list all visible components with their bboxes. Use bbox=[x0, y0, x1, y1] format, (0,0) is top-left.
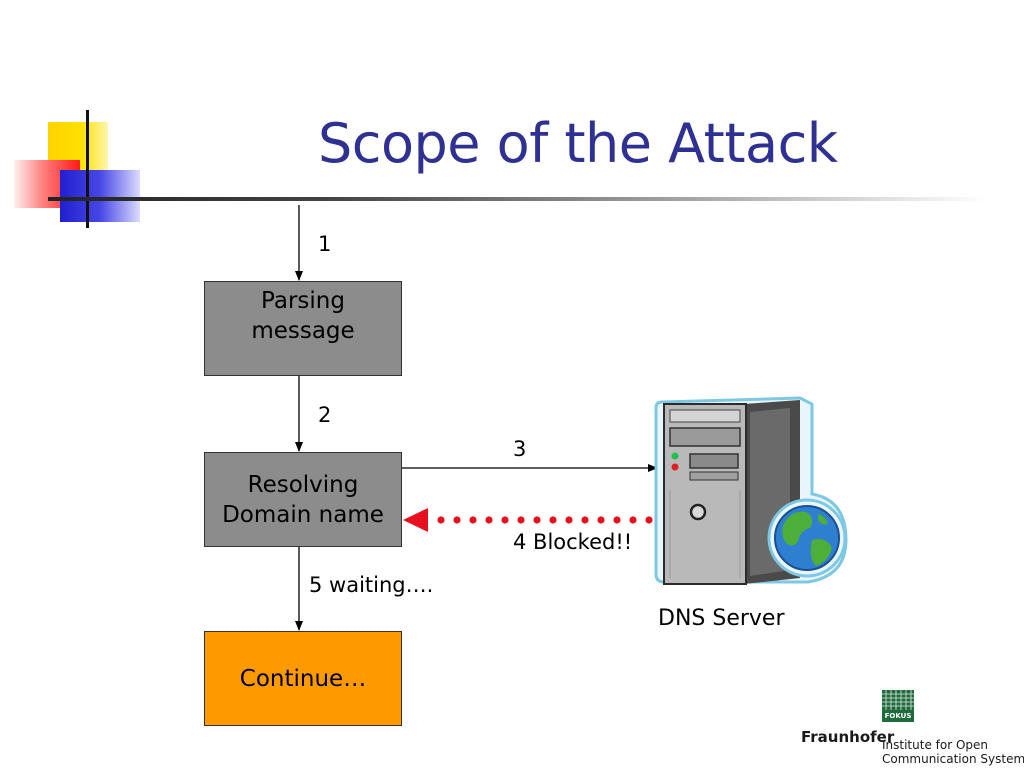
box-parsing-message: Parsing message bbox=[204, 281, 402, 376]
box-continue-label: Continue… bbox=[239, 665, 367, 692]
box-parsing-line1: Parsing bbox=[261, 288, 345, 314]
label-step1: 1 bbox=[318, 232, 332, 256]
box-resolving-line2: Domain name bbox=[222, 501, 384, 528]
dns-server-icon bbox=[654, 396, 848, 585]
slide-title: Scope of the Attack bbox=[318, 112, 838, 175]
fokus-logo-icon bbox=[882, 690, 914, 722]
label-dns-server: DNS Server bbox=[658, 606, 785, 631]
box-continue: Continue… bbox=[204, 631, 402, 726]
institute-line2: Communication Systems bbox=[882, 752, 1024, 766]
box-parsing-line2: message bbox=[251, 318, 355, 344]
institute-line1: Institute for Open bbox=[882, 738, 989, 752]
label-step5: 5 waiting…. bbox=[309, 573, 434, 597]
label-step3: 3 bbox=[513, 437, 527, 461]
title-underline bbox=[48, 197, 988, 201]
arrow-blocked bbox=[403, 508, 653, 532]
label-step4: 4 Blocked!! bbox=[513, 530, 633, 554]
box-resolving-line1: Resolving bbox=[247, 471, 359, 498]
deco-vertical-line bbox=[86, 110, 89, 228]
label-step2: 2 bbox=[318, 403, 332, 427]
fraunhofer-wordmark: Fraunhofer bbox=[801, 728, 895, 746]
deco-blue-square bbox=[60, 170, 140, 222]
fokus-logo-text: FOKUS bbox=[884, 712, 912, 720]
box-resolving-domain: Resolving Domain name bbox=[204, 452, 402, 547]
